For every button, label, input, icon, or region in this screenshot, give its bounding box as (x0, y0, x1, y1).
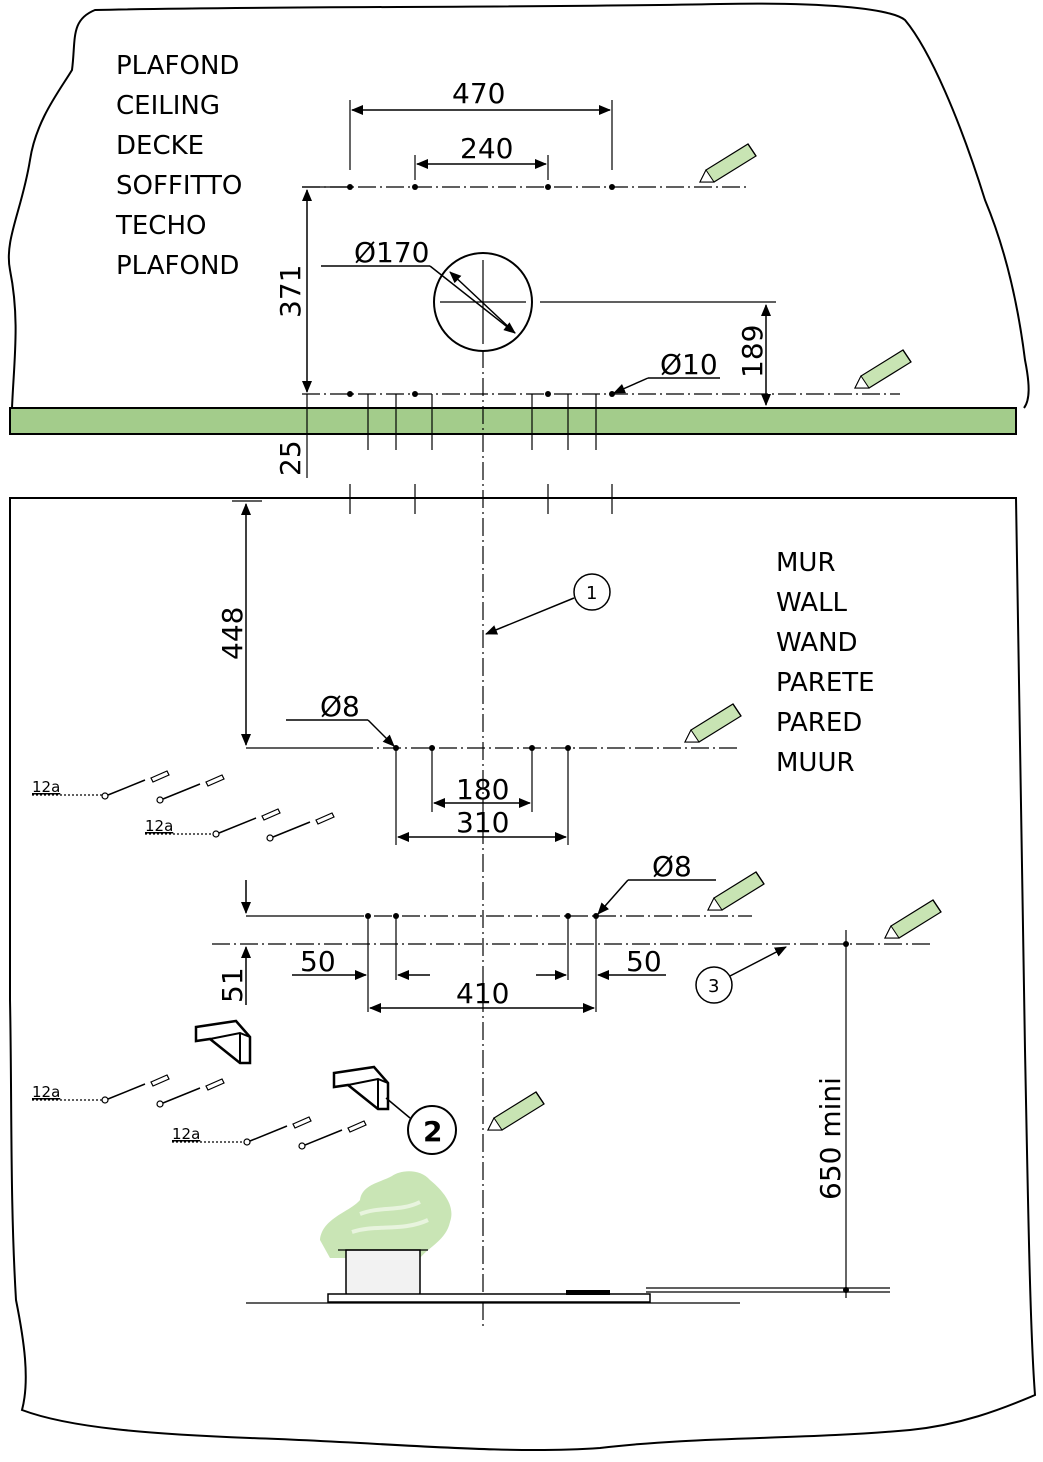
screw-label: 12a (32, 778, 60, 796)
screw-icon (156, 1078, 225, 1108)
pencil-icon (487, 1091, 545, 1131)
ceiling-outline (7, 2, 1030, 409)
ceiling-label-2: DECKE (116, 131, 204, 161)
wall-label-4: PARED (776, 708, 862, 738)
pencil-icon (684, 703, 742, 743)
dim-50-right: 50 (626, 945, 662, 978)
screw-icon (101, 770, 170, 800)
pencil-icon (854, 349, 912, 389)
dim-dia10: 10 (682, 348, 718, 381)
screw-label: 12a (172, 1125, 200, 1143)
ceiling-label-0: PLAFOND (116, 51, 239, 81)
steam-cloud (320, 1171, 452, 1258)
ceiling-bracket-ticks (367, 394, 597, 450)
screw-icon (101, 1074, 170, 1104)
dim-50-left: 50 (300, 945, 336, 978)
dia10-symbol: Ø (660, 348, 682, 381)
screw-label: 12a (145, 817, 173, 835)
dim-dia8-top: 8 (342, 690, 360, 723)
ceiling-label-1: CEILING (116, 91, 220, 121)
wall-label-2: WAND (776, 628, 858, 658)
ceiling-label-4: TECHO (115, 211, 206, 241)
dim-51: 51 (216, 967, 249, 1003)
wall-label-3: PARETE (776, 668, 875, 698)
dim-dia8-mid: 8 (674, 850, 692, 883)
wall-label-0: MUR (776, 548, 836, 578)
dim-371: 371 (274, 265, 307, 318)
dia8-mid-leader (597, 879, 629, 915)
bracket-icon (194, 1019, 252, 1065)
dim-650-mini: 650 mini (814, 1077, 847, 1200)
dia170-symbol: Ø (354, 236, 376, 269)
ceiling-label-3: SOFFITTO (116, 171, 242, 201)
screw-icon (212, 808, 281, 838)
callout-3: 3 (708, 976, 719, 997)
dim-25: 25 (274, 440, 307, 476)
dia10-leader (613, 377, 649, 394)
dia8-mid-symbol: Ø (652, 850, 674, 883)
dia8-top-leader (367, 719, 395, 747)
wall-labels: MUR WALL WAND PARETE PARED MUUR (776, 548, 875, 778)
wall-top-ticks (349, 484, 613, 514)
dia8-top-symbol: Ø (320, 690, 342, 723)
screw-icon (298, 1120, 367, 1150)
dim-470: 470 (452, 77, 505, 110)
callout-2-circle (407, 1105, 457, 1155)
screw-icon (156, 774, 225, 804)
screw-label: 12a (32, 1083, 60, 1101)
dim-189: 189 (736, 325, 769, 378)
dim-240: 240 (460, 132, 513, 165)
ceiling-band (9, 407, 1017, 435)
pencil-icon (707, 871, 765, 911)
screw-icon (266, 812, 335, 842)
callout-3-circle (695, 966, 733, 1004)
cooktop (327, 1293, 651, 1303)
ceiling-label-5: PLAFOND (116, 251, 239, 281)
wall-label-1: WALL (776, 588, 848, 618)
callout-1: 1 (586, 583, 597, 604)
callout-2: 2 (423, 1115, 442, 1148)
pencil-icon (699, 143, 757, 183)
dim-448: 448 (216, 607, 249, 660)
dim-180: 180 (456, 773, 509, 806)
bracket-icon (332, 1065, 390, 1111)
dim-410: 410 (456, 977, 509, 1010)
screw-icon (243, 1116, 312, 1146)
dim-310: 310 (456, 806, 509, 839)
pot (345, 1249, 421, 1301)
callout-1-circle (573, 573, 611, 611)
wall-outline (9, 497, 1037, 1452)
wall-label-5: MUUR (776, 748, 855, 778)
pencil-icon (884, 899, 942, 939)
dim-dia170: 170 (376, 236, 429, 269)
ceiling-labels: PLAFOND CEILING DECKE SOFFITTO TECHO PLA… (115, 51, 242, 281)
